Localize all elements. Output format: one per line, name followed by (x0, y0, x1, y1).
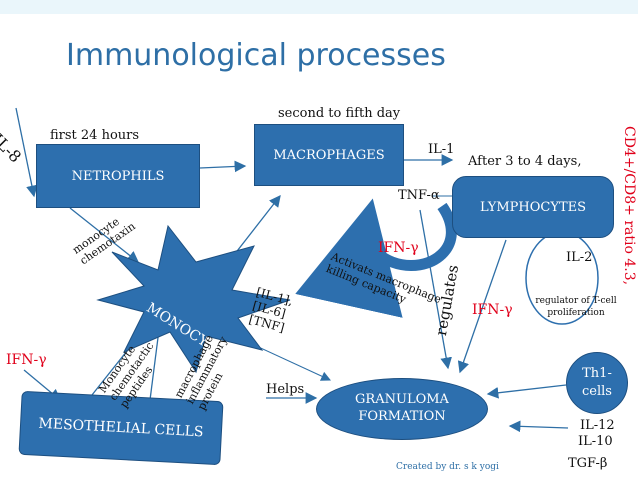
il1-label: IL-1 (428, 142, 455, 157)
macrophages-box: MACROPHAGES (254, 124, 404, 186)
arrow-netrophils-monocytes (69, 207, 140, 263)
il2-label: IL-2 (566, 250, 593, 265)
curved-activation-arrow (295, 198, 457, 318)
th1-cells-label: Th1-cells (582, 365, 612, 399)
netrophils-box: NETROPHILS (36, 144, 200, 208)
granuloma-label: GRANULOMA FORMATION (355, 392, 449, 424)
granuloma-box: GRANULOMA FORMATION (316, 378, 488, 440)
after-days-label: After 3 to 4 days, (468, 154, 582, 169)
mesothelial-label: MESOTHELIAL CELLS (38, 415, 204, 441)
arrow-regulates-granuloma (419, 209, 452, 370)
cd-ratio-label: CD4+/CD8+ ratio 4.3, (621, 126, 637, 286)
tnf-alpha-label: TNF-α (398, 188, 440, 203)
tgf-beta-label: TGF-β (568, 456, 608, 471)
arrow-il8 (15, 107, 38, 198)
arrow-netrophils-macrophages (199, 160, 247, 173)
monocytes-star (96, 224, 291, 374)
il12-label: IL-12 (580, 418, 615, 433)
ifn-gamma-right-label: IFN-γ (472, 302, 513, 318)
regulator-label: regulator of T-cell proliferation (535, 296, 617, 318)
first-24-hours-label: first 24 hours (50, 128, 140, 143)
arrow-lymphocytes-granuloma (457, 239, 507, 374)
arrow-il12 (508, 420, 569, 433)
helps-label: Helps (266, 382, 305, 397)
second-fifth-day-label: second to fifth day (278, 106, 401, 121)
th1-cells-circle: Th1-cells (566, 352, 628, 414)
ifn-gamma-left-label: IFN-γ (6, 352, 47, 368)
netrophils-label: NETROPHILS (71, 168, 165, 184)
top-bar (0, 0, 638, 14)
il10-label: IL-10 (578, 434, 613, 449)
page-title: Immunological processes (66, 38, 446, 73)
credit-label: Created by dr. s k yogi (396, 462, 499, 472)
arrow-th1-granuloma (486, 384, 567, 399)
macrophages-label: MACROPHAGES (273, 147, 385, 163)
ifn-gamma-red-label: IFN-γ (378, 240, 419, 256)
lymphocytes-box: LYMPHOCYTES (452, 176, 614, 238)
lymphocytes-label: LYMPHOCYTES (479, 199, 587, 215)
